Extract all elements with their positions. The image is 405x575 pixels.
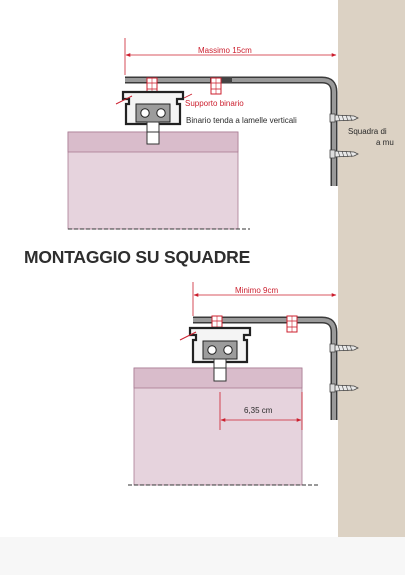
top-screw-lower	[329, 149, 359, 159]
section-heading: MONTAGGIO SU SQUADRE	[24, 247, 251, 267]
bottom-band	[0, 537, 405, 575]
top-diagram	[67, 38, 359, 230]
offset-label: 6,35 cm	[244, 406, 273, 415]
bottom-dimension-label: Minimo 9cm	[235, 286, 279, 295]
bottom-bolt-right	[286, 315, 298, 333]
top-bracket-label-line2: a mu	[376, 138, 394, 147]
top-support-leader	[115, 95, 133, 105]
top-screw-upper	[329, 113, 359, 123]
bottom-screw-upper	[329, 343, 359, 353]
top-bracket-label-line1: Squadra di	[348, 127, 387, 136]
bottom-diagram	[128, 282, 359, 486]
top-bolt-right	[210, 77, 222, 95]
bottom-screw-lower	[329, 383, 359, 393]
top-dimension-label: Massimo 15cm	[198, 46, 252, 55]
bottom-bracket	[193, 318, 336, 420]
top-support-label: Supporto binario	[185, 99, 244, 108]
wall	[338, 0, 405, 537]
top-rail-label: Binario tenda a lamelle verticali	[186, 116, 297, 125]
bottom-support-leader	[179, 331, 197, 341]
top-bracket	[125, 78, 336, 186]
